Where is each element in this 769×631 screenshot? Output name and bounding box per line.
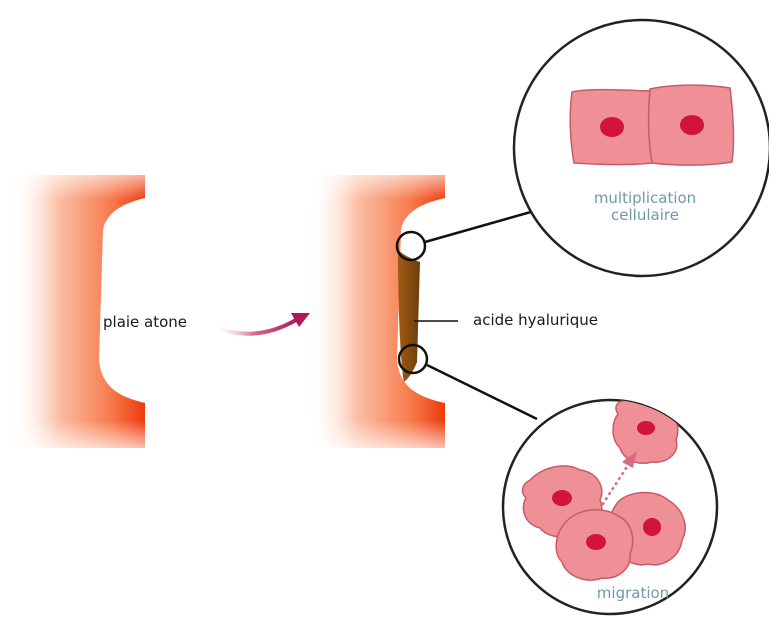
nucleus <box>680 115 704 135</box>
curved-arrow <box>212 313 310 334</box>
wound-label: plaie atone <box>103 313 187 331</box>
inset-label-multiplication-line1: multiplication <box>594 189 696 207</box>
agent-label: acide hyalurique <box>473 311 598 329</box>
nucleus <box>586 534 606 550</box>
nucleus <box>637 421 655 435</box>
inset-label-multiplication-line2: cellulaire <box>611 206 679 224</box>
inset-migration: migration <box>503 396 717 614</box>
nucleus <box>600 117 624 137</box>
wound-left <box>10 165 150 455</box>
nucleus <box>552 490 572 506</box>
inset-cell-multiplication: multiplication cellulaire <box>514 20 769 276</box>
nucleus <box>643 518 661 536</box>
wound-right <box>308 165 448 455</box>
inset-label-migration: migration <box>597 584 669 602</box>
